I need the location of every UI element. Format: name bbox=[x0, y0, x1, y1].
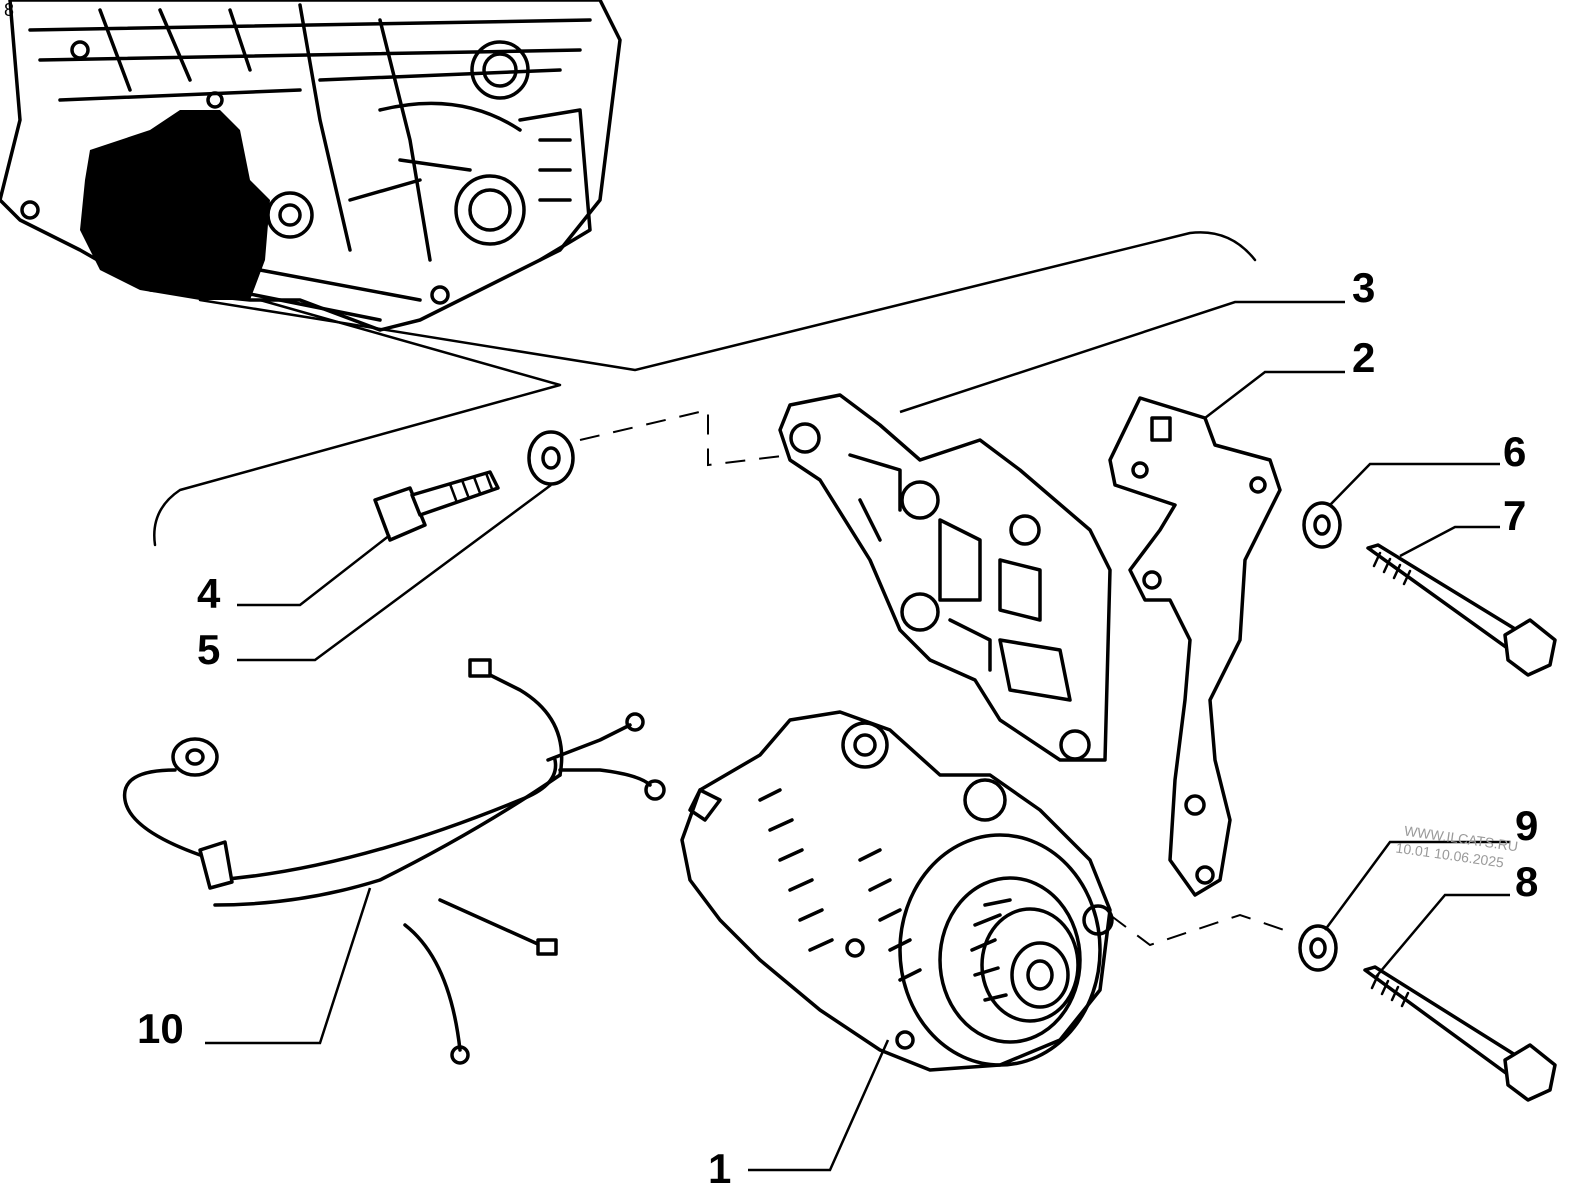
watermark: WWW.ILCATS.RU 10.01 10.06.2025 bbox=[1395, 823, 1519, 871]
callout-5: 5 bbox=[197, 626, 220, 673]
leader-line-7 bbox=[1399, 525, 1500, 558]
wiring-harness-part-10 bbox=[122, 658, 666, 1065]
leader-line-3 bbox=[899, 300, 1345, 414]
leader-line-4 bbox=[237, 534, 391, 607]
bracket-part-2 bbox=[1108, 396, 1282, 897]
bracket-part-3 bbox=[778, 393, 1112, 762]
leader-line-1 bbox=[748, 1039, 890, 1172]
leader-line-5 bbox=[237, 483, 552, 662]
callout-2: 2 bbox=[1352, 334, 1375, 381]
leader-line-8 bbox=[1374, 893, 1510, 979]
washer-part-9 bbox=[1298, 924, 1338, 972]
bolt-part-7 bbox=[1366, 543, 1557, 677]
bolt-part-8 bbox=[1363, 965, 1557, 1102]
phantom-lines bbox=[153, 231, 1291, 947]
callout-8: 8 bbox=[1515, 858, 1538, 905]
callout-9: 9 bbox=[1515, 802, 1538, 849]
leader-line-6 bbox=[1329, 462, 1500, 506]
callout-labels: 1 2 3 4 5 6 7 8 9 10 8 bbox=[4, 0, 1538, 1189]
washer-part-6 bbox=[1302, 501, 1342, 549]
bolt-part-4 bbox=[373, 470, 500, 542]
callout-10: 10 bbox=[137, 1005, 184, 1052]
callout-4: 4 bbox=[197, 570, 221, 617]
alternator-part-1 bbox=[680, 710, 1114, 1072]
callout-3: 3 bbox=[1352, 264, 1375, 311]
callout-1: 1 bbox=[708, 1145, 731, 1189]
callout-6: 6 bbox=[1503, 428, 1526, 475]
leader-line-10 bbox=[205, 887, 372, 1045]
corner-mark: 8 bbox=[4, 0, 14, 20]
leader-lines bbox=[205, 300, 1510, 1172]
leader-line-9 bbox=[1323, 840, 1510, 931]
leader-line-2 bbox=[1204, 370, 1345, 419]
callout-7: 7 bbox=[1503, 492, 1526, 539]
washer-part-5 bbox=[527, 430, 575, 486]
engine-block-illustration bbox=[0, 0, 622, 332]
